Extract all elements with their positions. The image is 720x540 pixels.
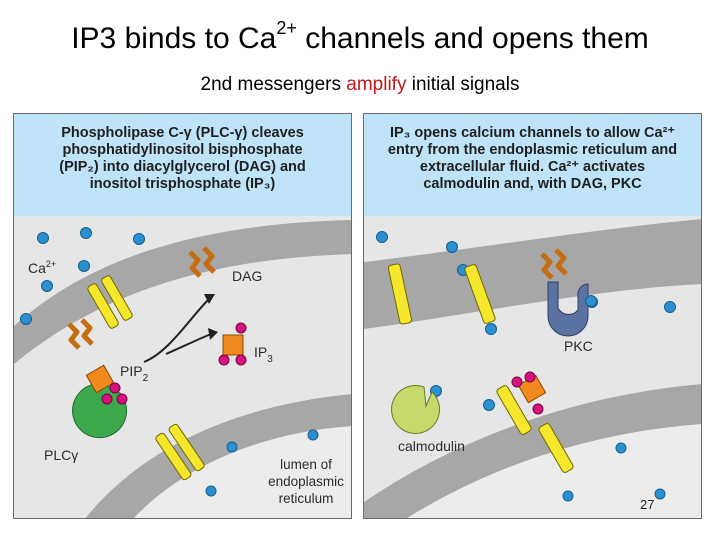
plasma-membrane (364, 219, 701, 329)
left-caption: Phospholipase C-γ (PLC-γ) cleaves phosph… (14, 114, 351, 216)
er-lumen (133, 426, 351, 518)
right-caption: IP₃ opens calcium channels to allow Ca²⁺… (364, 114, 701, 216)
calcium-ion (307, 429, 319, 441)
phosphate-group (532, 403, 544, 415)
pip2-lipid-tails (67, 318, 94, 350)
calcium-ion (483, 399, 495, 411)
phosphate-group (511, 376, 523, 388)
phosphate-group (235, 354, 247, 366)
phosphate-group (235, 322, 247, 334)
calcium-ion (654, 488, 666, 500)
er-calcium-channel (538, 423, 574, 473)
arrow-to-dag-head (204, 294, 215, 304)
calcium-ion (562, 490, 574, 502)
calcium-ion (226, 441, 238, 453)
calcium-ion (485, 323, 497, 335)
calcium-ion (205, 485, 217, 497)
calcium-ion (376, 231, 388, 243)
calcium-ions (376, 231, 676, 502)
calcium-ion-bound-pkc (585, 295, 597, 307)
plasma-membrane-calcium-channel (387, 263, 413, 325)
ip3-label: IP3 (254, 344, 273, 365)
subtitle-accent-word: amplify (346, 74, 407, 95)
calcium-ion (615, 442, 627, 454)
calmodulin-label: calmodulin (398, 438, 465, 454)
slide-subtitle: 2nd messengers amplify initial signals (200, 74, 520, 95)
plasma-membrane-calcium-channel (464, 264, 496, 324)
er-lumen (407, 424, 701, 518)
plasma-membrane (14, 220, 351, 364)
lumen-label-line-3: reticulum (279, 491, 334, 506)
slide-title: IP3 binds to Ca2+ channels and opens the… (71, 18, 649, 55)
pip2-head-group (85, 364, 115, 394)
er-calcium-channel (496, 385, 532, 435)
phosphate-group (116, 393, 128, 405)
phosphate-group (101, 393, 113, 405)
calcium-label: Ca2+ (28, 259, 56, 276)
plc-label: PLCγ (44, 447, 78, 463)
er-membrane (364, 384, 701, 518)
dag-molecule (188, 246, 216, 278)
arrow-to-ip3-head (208, 328, 218, 340)
phosphate-group (109, 382, 121, 394)
phosphate-group (218, 354, 230, 366)
left-diagram-panel: Ca2+ DAG PIP2 (13, 113, 352, 519)
calcium-ion (664, 301, 676, 313)
calcium-ion (41, 280, 53, 292)
plc-gamma-enzyme (72, 383, 127, 439)
er-calcium-channel (155, 423, 205, 481)
calcium-ion (80, 227, 92, 239)
arrow-to-ip3 (165, 333, 212, 355)
pkc-label: PKC (564, 338, 593, 354)
arrow-to-dag (143, 298, 210, 363)
calcium-ion (446, 241, 458, 253)
right-diagram-panel: PKC calmodulin IP₃ opens calcium channel… (363, 113, 702, 519)
plasma-membrane-calcium-channel (87, 275, 133, 329)
pip2-label: PIP2 (120, 363, 149, 384)
calcium-ion (78, 260, 90, 272)
pkc-enzyme (547, 281, 589, 337)
calcium-ion (20, 313, 32, 325)
lumen-label-line-2: endoplasmic (268, 474, 344, 489)
calcium-ion (133, 233, 145, 245)
extracellular-calcium-ions (20, 227, 145, 325)
dag-molecule (540, 248, 568, 280)
ip3-molecule (222, 334, 244, 356)
lumen-calcium-ions (205, 429, 319, 497)
page-number: 27 (640, 497, 655, 512)
calcium-ion (37, 232, 49, 244)
dag-label: DAG (232, 268, 262, 284)
lumen-label-line-1: lumen of (280, 457, 332, 472)
calmodulin-protein (391, 384, 441, 434)
phosphate-group (524, 371, 536, 383)
